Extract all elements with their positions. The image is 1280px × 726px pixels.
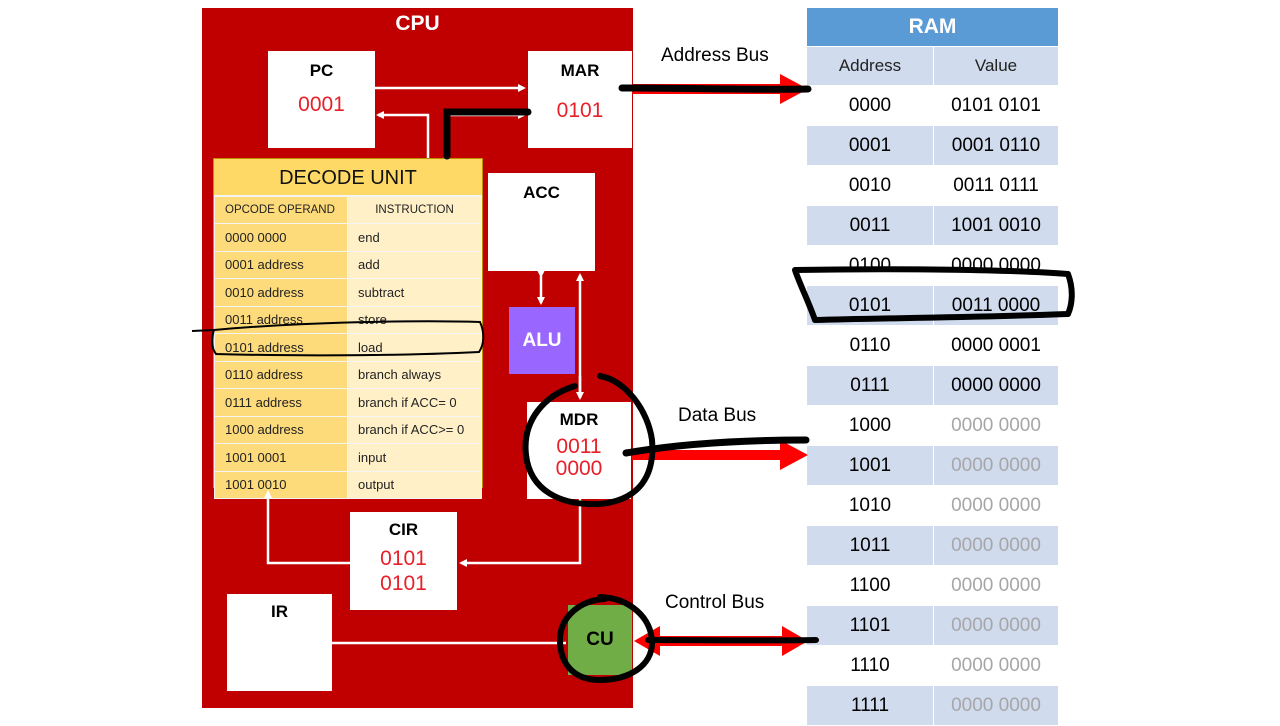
mdr-to-cir-arrow — [461, 499, 580, 563]
annotation-mdr-circle — [526, 376, 653, 504]
annotation-ram-row-circle — [795, 269, 1072, 320]
decode-to-pc-arrow — [378, 115, 428, 158]
annotation-address-trace — [447, 88, 808, 156]
annotation-load-row-circle — [192, 321, 483, 355]
decode-to-mar-arrow — [445, 115, 524, 158]
cir-to-decode-arrow — [268, 492, 350, 563]
annotation-cu-circle — [560, 597, 652, 680]
